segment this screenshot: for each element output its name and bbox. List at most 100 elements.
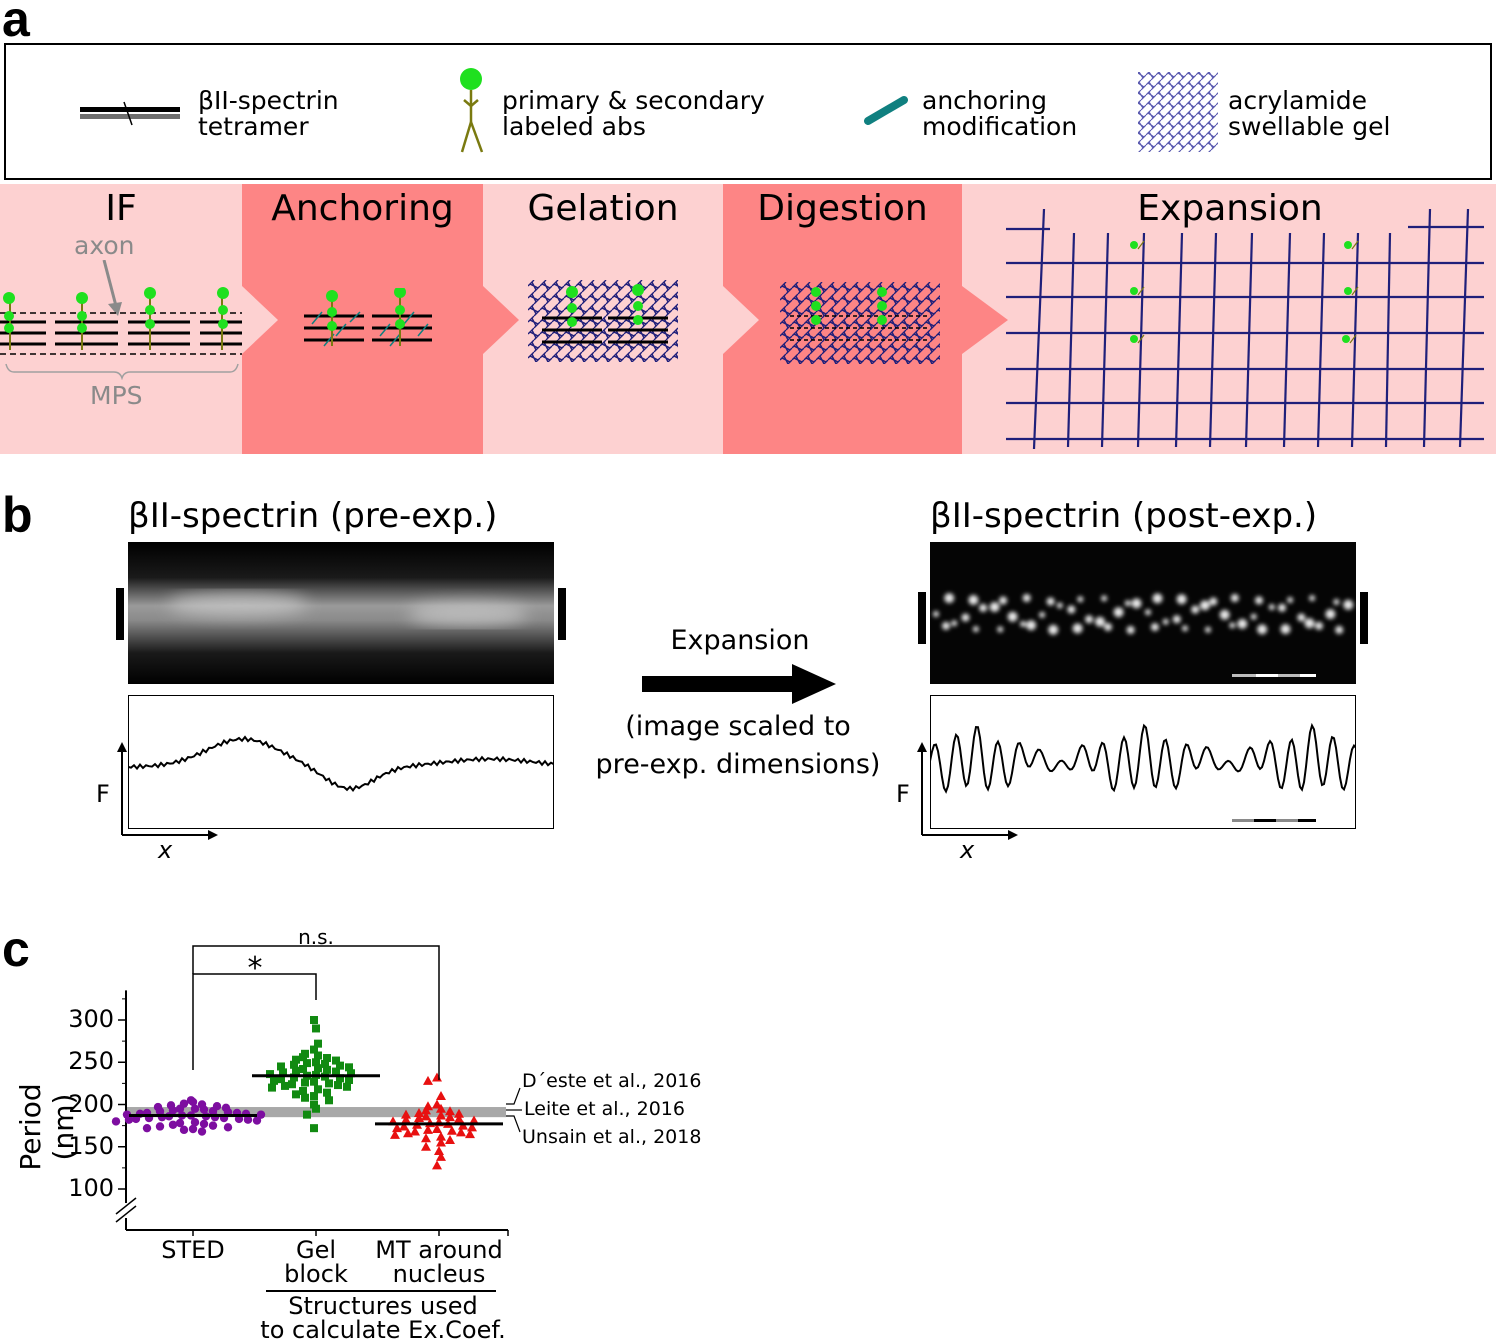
significance-label-ns: n.s. (298, 925, 334, 949)
gel-block-data-point (292, 1066, 300, 1075)
reference-label-leite: Leite et al., 2016 (524, 1098, 685, 1120)
gel-block-data-point (292, 1055, 300, 1064)
gel-block-data-point (292, 1090, 300, 1099)
y-tick-label: 150 (68, 1131, 114, 1160)
pre-exp-profile-plot (128, 735, 554, 793)
gel-block-data-point (323, 1065, 331, 1074)
mt-data-point (392, 1123, 402, 1133)
step-expansion-background (962, 184, 1496, 454)
step-anchoring-background (242, 184, 483, 454)
sted-data-point (252, 1116, 262, 1125)
panel-letter-b: b (2, 487, 33, 543)
gel-block-data-point (303, 1059, 311, 1068)
legend-box (4, 43, 1492, 180)
post-exp-spot (1020, 621, 1026, 627)
gel-block-data-point (332, 1056, 340, 1065)
post-exp-spot (1113, 607, 1124, 618)
mt-data-point (421, 1111, 431, 1121)
gel-block-data-point (336, 1074, 344, 1083)
post-exp-spot (1237, 618, 1248, 629)
pre-exp-micrograph (128, 542, 554, 684)
mt-data-point (465, 1129, 475, 1139)
post-exp-spot (1077, 596, 1084, 603)
step-title-digestion: Digestion (757, 188, 928, 229)
mt-data-point (454, 1113, 464, 1123)
gel-block-data-point (290, 1060, 298, 1069)
pre-exp-y-label: F (96, 780, 110, 808)
post-exp-right-marker (1360, 592, 1368, 644)
gel-block-data-point (310, 1100, 318, 1109)
sted-data-point (199, 1105, 209, 1114)
post-exp-spot (1126, 626, 1135, 634)
category-label-mt-nucleus: MT around nucleus (375, 1236, 503, 1288)
pre-exp-left-marker (116, 588, 124, 640)
post-exp-spot (1162, 618, 1169, 625)
reference-bracket-unsain (506, 1115, 521, 1133)
mt-data-point (403, 1128, 413, 1138)
sted-data-point (190, 1104, 200, 1113)
post-exp-spot (1297, 613, 1306, 622)
sted-data-point (124, 1115, 134, 1124)
category-label-gel-block: Gel block (284, 1236, 348, 1288)
sted-data-point (208, 1121, 218, 1130)
mt-data-point (414, 1113, 424, 1123)
gel-block-data-point (301, 1078, 309, 1087)
expansion-arrow-label: Expansion (670, 625, 810, 656)
sted-data-point (175, 1104, 185, 1113)
post-exp-spot (942, 621, 950, 630)
mt-data-point (469, 1115, 479, 1125)
post-exp-spot (1268, 604, 1275, 611)
post-exp-spot (1172, 615, 1181, 624)
significance-bracket-star (192, 973, 317, 1070)
anchoring-modification-icon (864, 96, 908, 125)
axis-break-mark (115, 1197, 137, 1215)
post-exp-spot (1026, 620, 1037, 631)
mt-data-point (399, 1121, 409, 1131)
gel-block-data-point (325, 1079, 333, 1088)
legend-text-anchoring: anchoring modification (922, 86, 1078, 141)
gel-block-data-point (323, 1054, 331, 1063)
post-exp-spot (1056, 602, 1063, 609)
gel-block-data-point (279, 1068, 287, 1077)
sted-data-point (188, 1097, 198, 1107)
sted-data-point (243, 1115, 253, 1124)
mt-data-point (436, 1137, 446, 1147)
mt-data-point (445, 1112, 455, 1122)
post-exp-spot (1205, 626, 1211, 633)
post-exp-spot (944, 593, 955, 604)
legend-text-spectrin: βII-spectrin tetramer (198, 86, 339, 141)
mt-data-point (436, 1131, 446, 1141)
post-exp-spot (1257, 624, 1268, 635)
post-exp-spot (1219, 609, 1230, 620)
axon-label: axon (74, 231, 135, 260)
mt-data-point (434, 1145, 444, 1155)
post-exp-title: βII-spectrin (post-exp.) (930, 496, 1318, 536)
gel-block-data-point (325, 1096, 333, 1105)
pre-exp-right-marker (558, 588, 566, 640)
panel-letter-a: a (2, 0, 30, 47)
post-exp-micrograph (930, 542, 1356, 684)
sted-data-point (223, 1123, 233, 1132)
post-exp-spot (1039, 611, 1046, 618)
gel-block-data-point (336, 1061, 344, 1070)
mt-data-point (390, 1129, 400, 1139)
sted-data-point (111, 1117, 121, 1126)
expansion-arrow-caption: (image scaled to pre-exp. dimensions) (595, 711, 881, 780)
gel-block-data-point (332, 1067, 340, 1076)
antibody-icon (460, 68, 484, 153)
post-exp-left-marker (918, 592, 926, 644)
sted-data-point (256, 1110, 266, 1119)
gel-block-data-point (310, 1045, 318, 1054)
gel-block-data-point (270, 1076, 278, 1085)
gel-block-data-point (299, 1065, 307, 1074)
mt-data-point (436, 1091, 446, 1101)
gelation-drawing (528, 280, 678, 362)
sted-data-point (179, 1125, 189, 1135)
gel-block-data-point (314, 1051, 322, 1060)
step-if-background (0, 184, 242, 454)
post-exp-spot (997, 626, 1004, 633)
significance-label-star: * (248, 951, 263, 986)
y-tick-label: 100 (68, 1174, 114, 1202)
post-exp-spot (951, 620, 958, 627)
post-exp-spot (1199, 600, 1210, 611)
